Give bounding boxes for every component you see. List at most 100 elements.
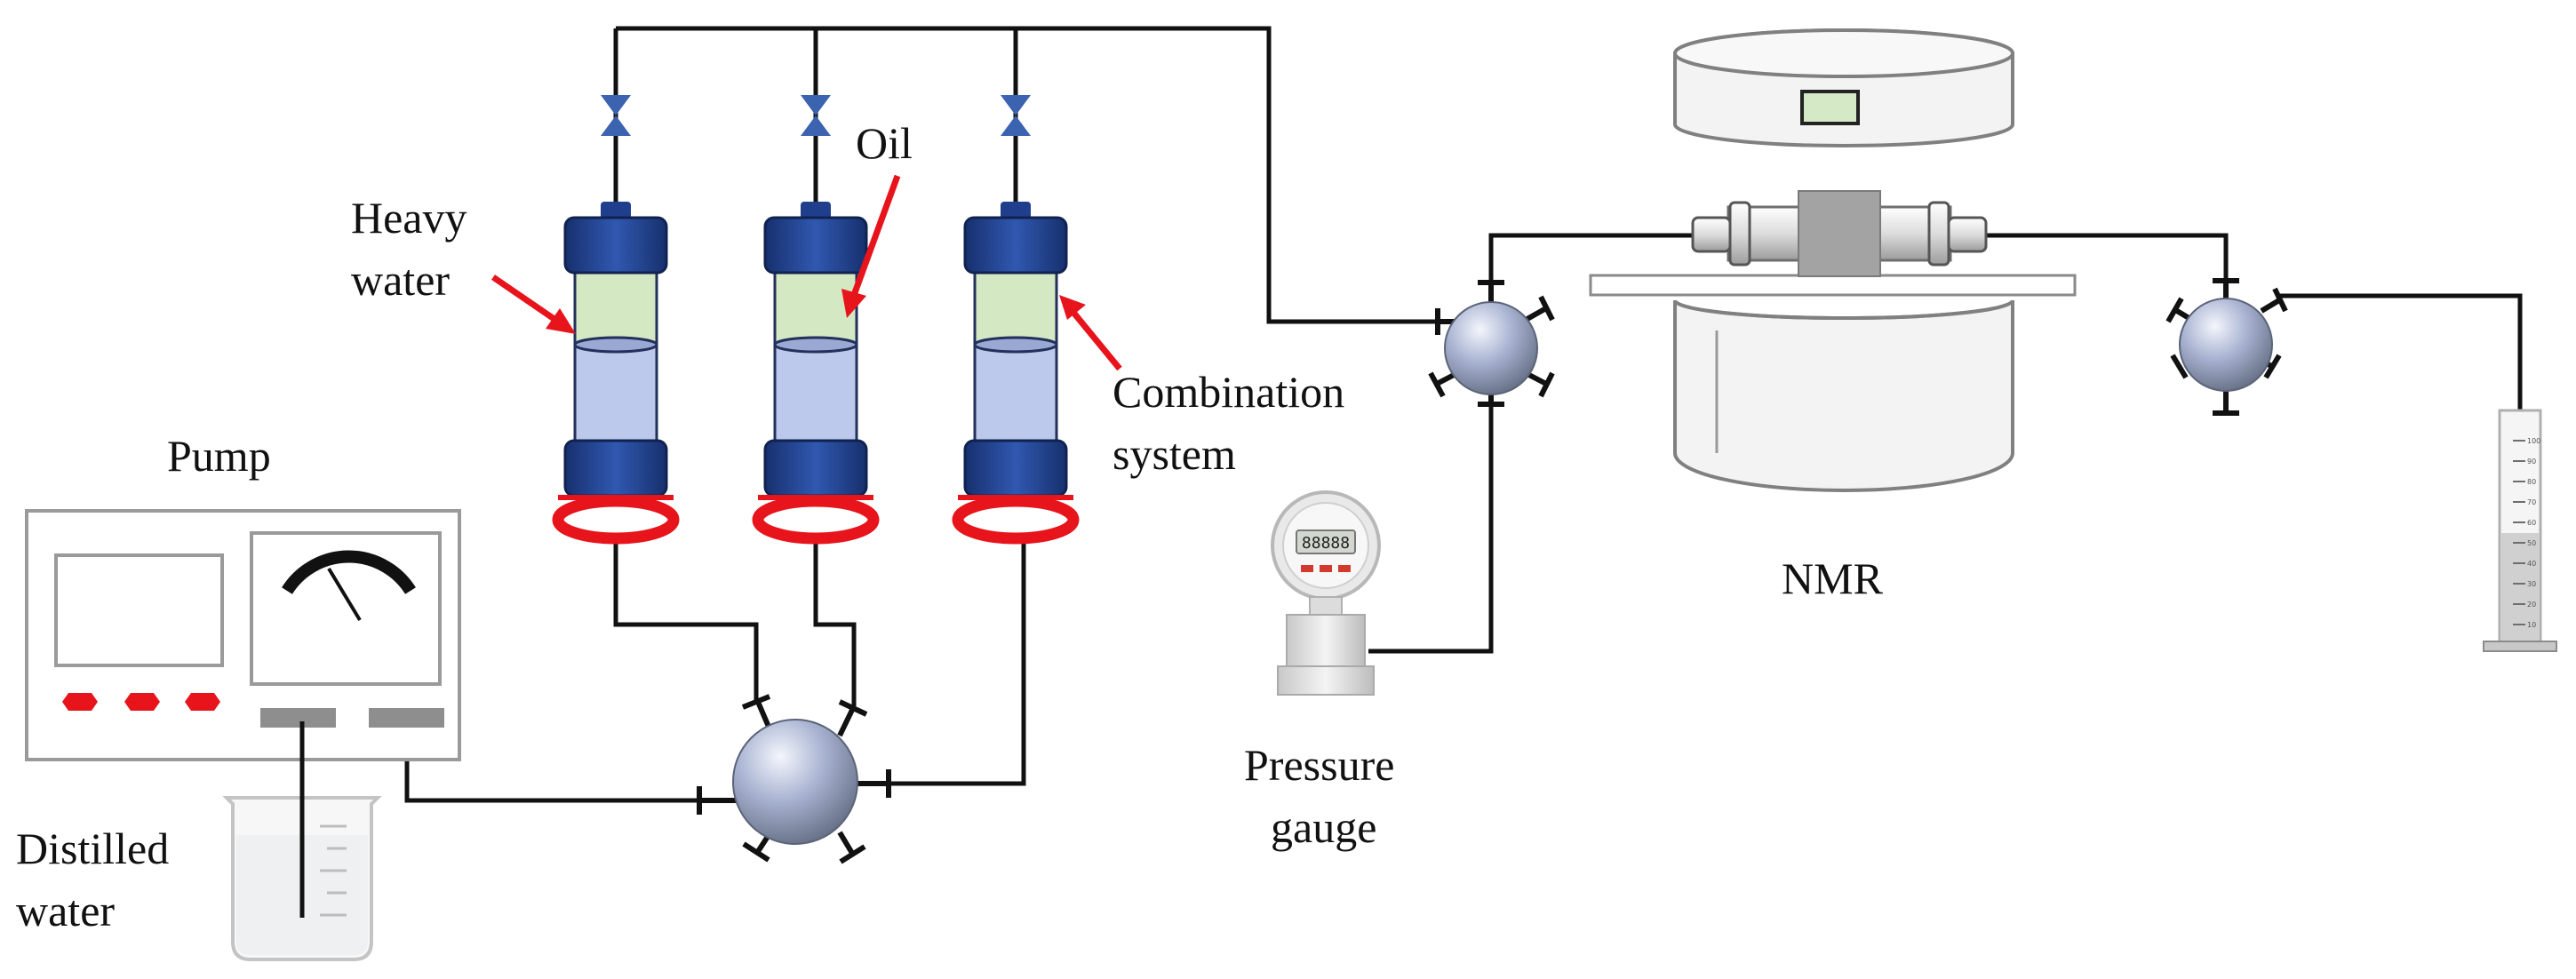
pump-light-2	[124, 693, 160, 711]
right-six-way-valve[interactable]	[2165, 278, 2288, 416]
pump-light-3	[185, 693, 220, 711]
cylinder-3-glass-top	[973, 270, 1058, 346]
nmr-bottom-magnet	[1673, 299, 2014, 492]
cylinder-tick-50: 50	[2527, 539, 2536, 547]
cylinder-tick-30: 30	[2527, 580, 2536, 588]
cylinder-2-base-ring	[752, 495, 880, 545]
cylinder-1-glass-bottom	[573, 343, 658, 444]
cylinder-combination	[952, 202, 1080, 545]
cylinder-tick-60: 60	[2527, 519, 2536, 527]
cylinder-tick-90: 90	[2527, 458, 2536, 466]
cylinder-3-top-cap	[963, 216, 1068, 275]
top-manifold-pipe	[616, 26, 1438, 324]
cylinder-3-bottom-cap	[963, 439, 1068, 497]
cylinder-2-outlet-pipe	[813, 533, 857, 706]
cylinder-1-top-cap	[563, 216, 668, 275]
core-holder-left-end	[1691, 216, 1732, 253]
pump-label: Pump	[167, 431, 271, 481]
cylinder-1-piston	[573, 336, 658, 354]
lower-valve-body	[732, 719, 858, 845]
cylinder-heavy-water	[552, 202, 680, 545]
upper-six-way-valve[interactable]	[1428, 280, 1555, 407]
heavy-water-arrow	[491, 275, 576, 334]
cylinder-tick-100: 100	[2527, 437, 2540, 445]
heavy-water-label-line1: Heavy	[351, 193, 467, 243]
pump-indicator-lights	[62, 693, 220, 711]
top-valve-3[interactable]	[1001, 95, 1031, 136]
gauge-lcd	[1296, 529, 1356, 554]
top-needle-valves	[601, 95, 1031, 136]
combination-label-line2: system	[1113, 429, 1236, 479]
combination-arrow	[1059, 295, 1122, 371]
cylinder-tick-80: 80	[2527, 478, 2536, 486]
pump-display	[54, 553, 224, 667]
cylinder-3-base-ring	[952, 495, 1080, 545]
cylinder-oil	[752, 202, 880, 545]
distilled-water-label-line1: Distilled	[16, 824, 169, 873]
cylinder-3-outlet-pipe	[889, 533, 1026, 786]
cylinder-tick-40: 40	[2527, 560, 2536, 568]
cylinder-2-piston	[773, 336, 858, 354]
gauge-buttons	[1301, 565, 1351, 572]
core-holder-right-end	[1947, 216, 1988, 253]
cylinder-tick-20: 20	[2527, 601, 2536, 609]
gauge-neck	[1309, 596, 1343, 617]
core-holder-right-collar	[1927, 201, 1950, 267]
measuring-cylinder-tick-labels: 10 20 30 40 50 60 70 80 90 100	[2527, 437, 2540, 629]
gauge-lcd-reading: 88888	[1302, 534, 1350, 553]
right-valve-to-cylinder-pipe	[2279, 293, 2523, 640]
nmr-instrument	[1589, 28, 2077, 492]
measuring-cylinder-liquid	[2501, 533, 2539, 640]
nmr-top-magnet-rim	[1673, 28, 2014, 78]
pump-dial-arc	[282, 550, 416, 594]
cylinder-1-base-ring	[552, 495, 680, 545]
measuring-cylinder: 10 20 30 40 50 60 70 80 90 100	[2483, 409, 2557, 652]
combination-label-line1: Combination	[1113, 367, 1344, 417]
beaker-graduations	[320, 824, 347, 917]
cylinder-2-top-cap	[763, 216, 868, 275]
pump-dial-panel	[250, 531, 442, 686]
cylinder-3-piston	[973, 336, 1058, 354]
upper-valve-body	[1444, 301, 1538, 395]
cylinder-2-bottom-cap	[763, 439, 868, 497]
pressure-gauge-label-line1: Pressure	[1244, 740, 1394, 790]
pump-port-left	[260, 708, 336, 728]
pump-dial-needle	[327, 567, 362, 622]
cylinder-2-glass-top	[773, 270, 858, 346]
lower-valve-ports	[697, 694, 891, 864]
cylinder-1-outlet-pipe	[613, 533, 759, 700]
nmr-to-right-valve-pipe	[1962, 233, 2229, 281]
rf-coil-block	[1798, 190, 1881, 277]
cylinder-2-glass-bottom	[773, 343, 858, 444]
pump	[25, 509, 461, 761]
core-holder-left-collar	[1728, 201, 1751, 267]
gauge-body	[1286, 614, 1366, 667]
right-valve-body	[2179, 298, 2273, 392]
top-valve-2[interactable]	[801, 95, 831, 136]
cylinder-3-glass-bottom	[973, 343, 1058, 444]
lower-six-way-valve[interactable]	[697, 694, 891, 864]
valve-to-nmr-pipe	[1488, 233, 1699, 298]
distilled-water-beaker	[222, 721, 382, 961]
measuring-cylinder-graduations	[2513, 440, 2525, 625]
cylinder-tick-10: 10	[2527, 621, 2536, 629]
pump-port-right	[369, 708, 444, 728]
cylinder-tick-70: 70	[2527, 498, 2536, 506]
measuring-cylinder-base	[2483, 641, 2557, 652]
pressure-gauge: 88888	[1271, 490, 1381, 696]
pressure-gauge-label-line2: gauge	[1271, 802, 1376, 852]
nmr-display-window	[1800, 90, 1860, 125]
oil-label: Oil	[856, 118, 913, 168]
gauge-fitting	[1277, 665, 1375, 696]
valve-to-gauge-pipe	[1368, 391, 1494, 654]
pump-light-1	[62, 693, 98, 711]
nmr-sample-table	[1589, 274, 2077, 297]
distilled-water-label-line2: water	[16, 886, 115, 935]
top-valve-1[interactable]	[601, 95, 631, 136]
cylinder-1-glass-top	[573, 270, 658, 346]
cylinder-1-bottom-cap	[563, 439, 668, 497]
nmr-label: NMR	[1782, 553, 1884, 603]
heavy-water-label-line2: water	[351, 255, 450, 305]
oil-arrow	[841, 174, 901, 318]
